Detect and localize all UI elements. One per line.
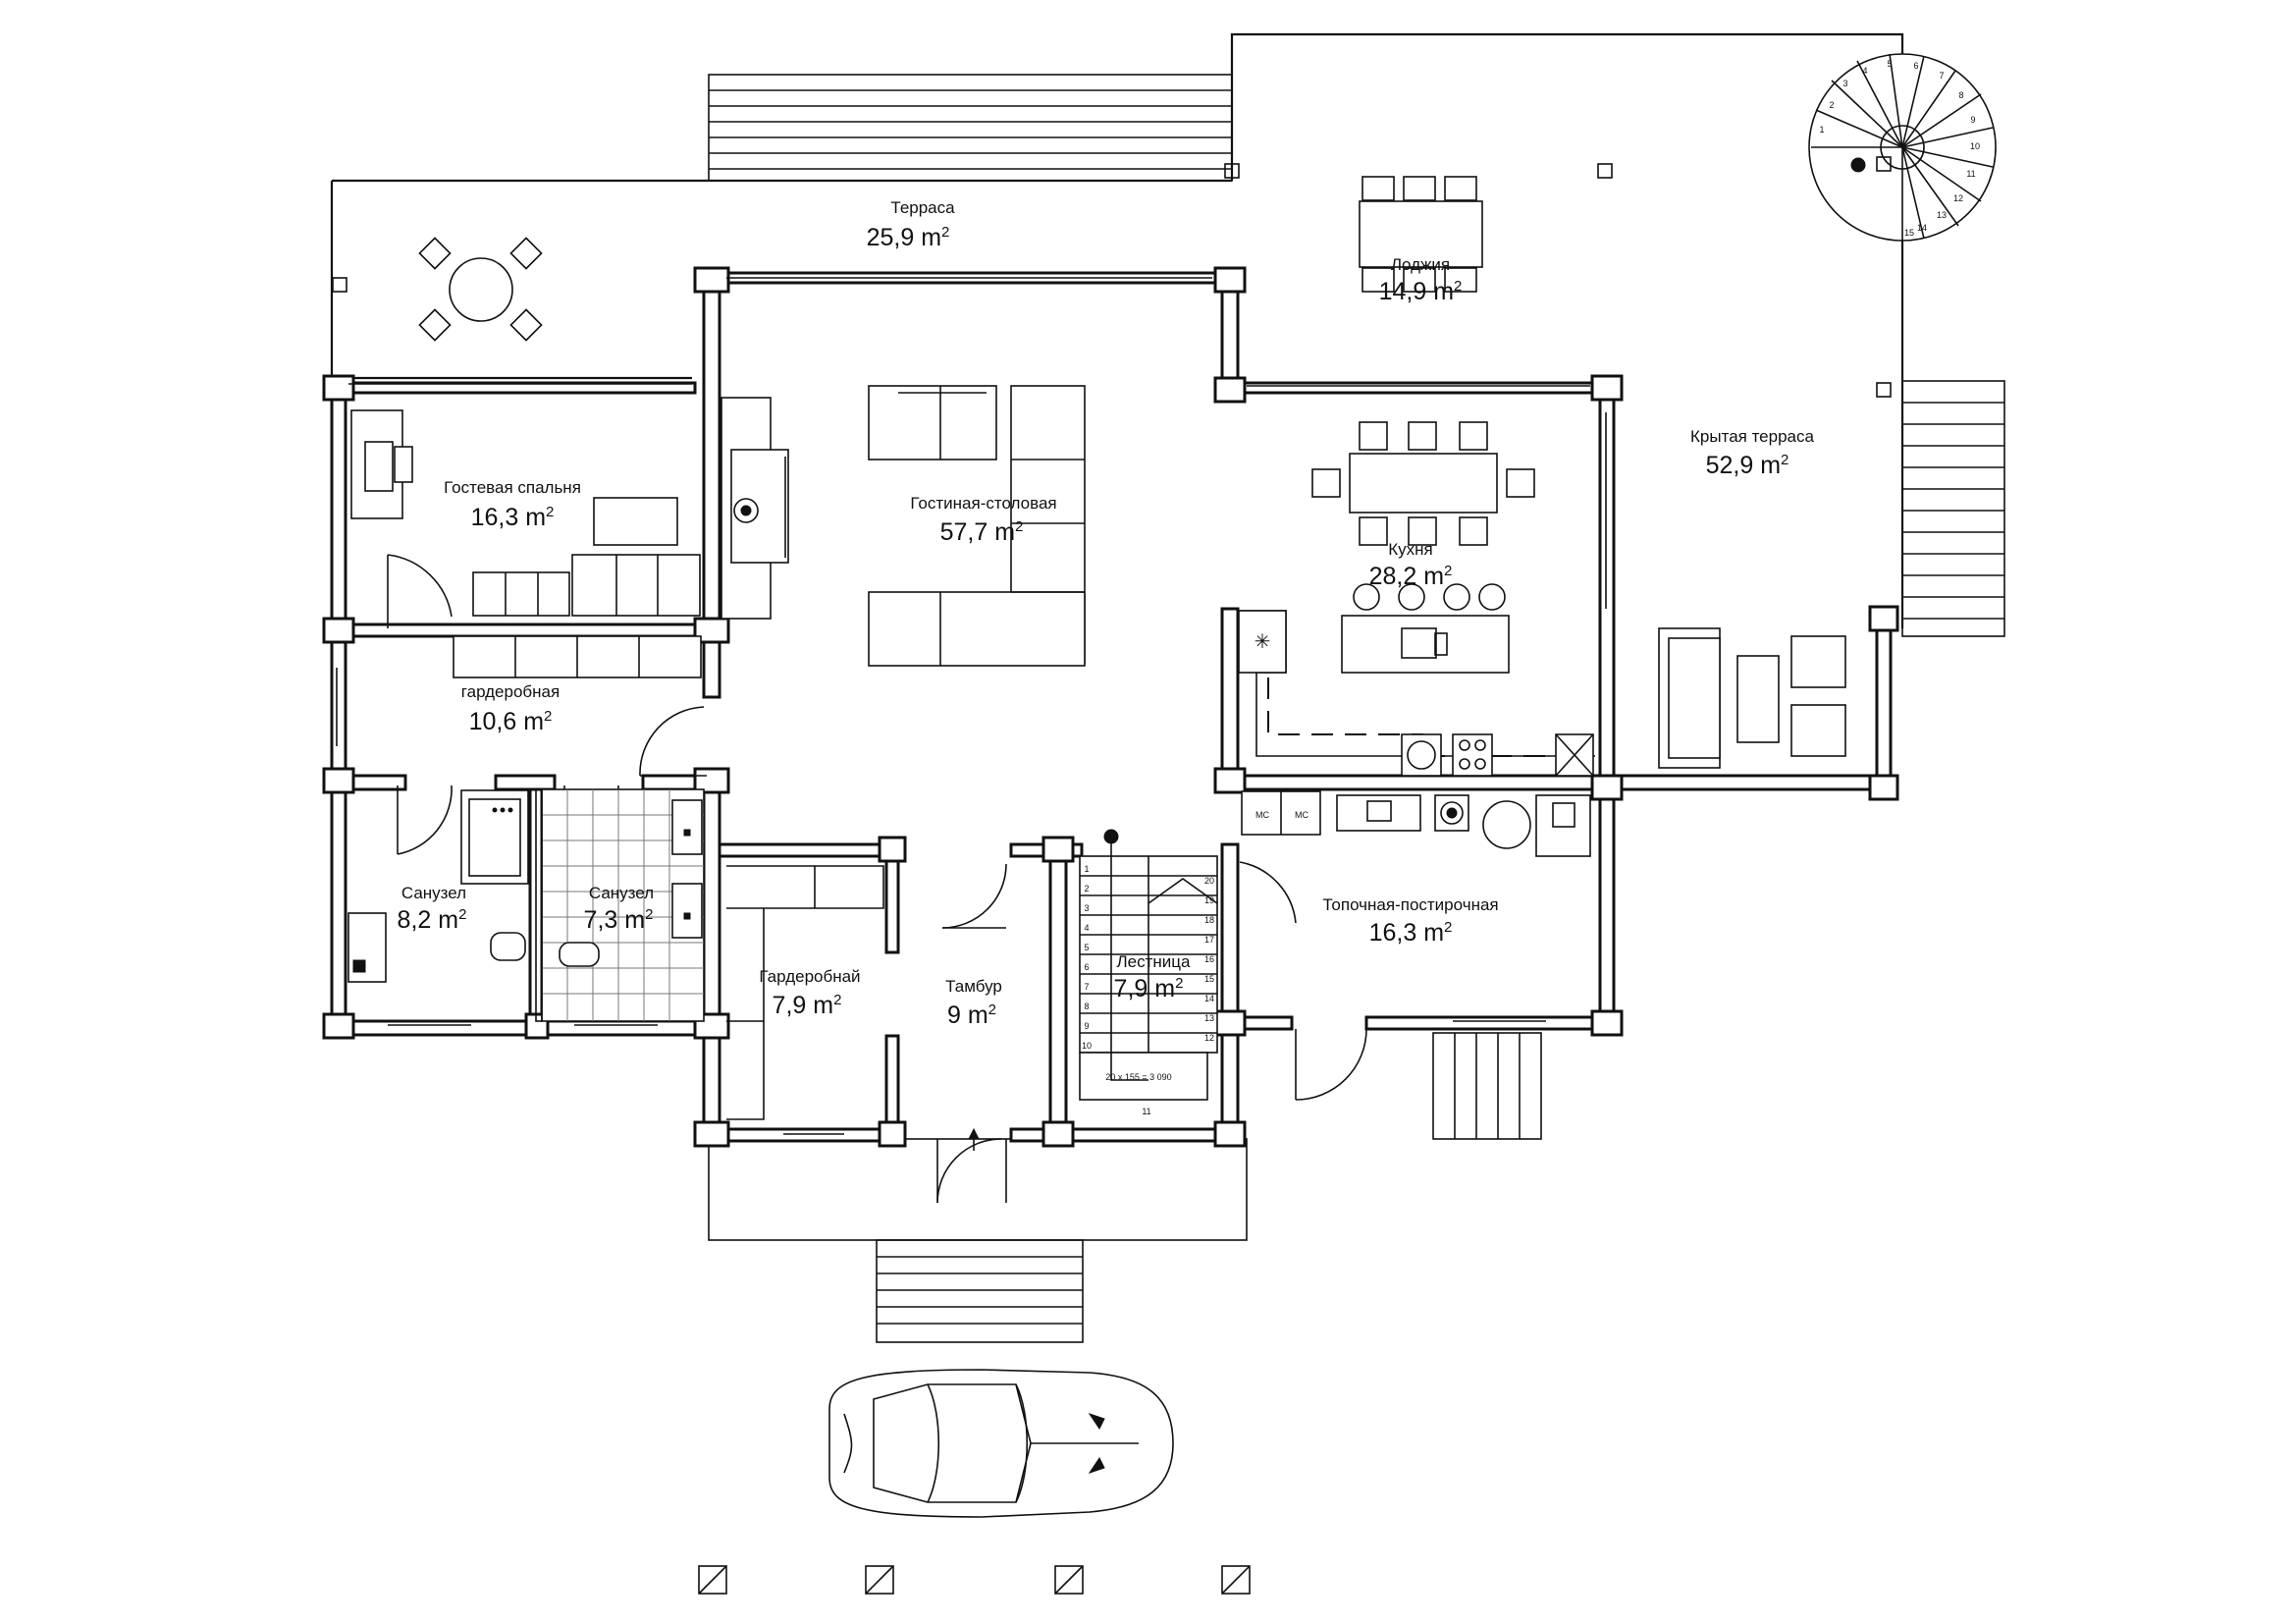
svg-text:6: 6	[1084, 962, 1089, 972]
living-sofas	[868, 385, 1086, 667]
loggia-name: Лоджия	[1391, 255, 1450, 274]
wardrobe-2-area: 7,9 m2	[773, 992, 842, 1019]
bathroom-2-area: 7,3 m2	[584, 906, 654, 934]
staircase-name: Лестница	[1117, 952, 1192, 971]
terrace-name: Терраса	[890, 198, 955, 217]
stair-step-numbers: 1 2 3 4 5 6 7 8 9 10 11 12 13 14 15 16 1…	[1082, 864, 1214, 1116]
right-steps	[1901, 380, 2005, 637]
svg-text:10: 10	[1970, 141, 1980, 151]
svg-text:19: 19	[1204, 895, 1214, 905]
svg-text:13: 13	[1204, 1013, 1214, 1023]
bathroom-2-fixtures	[535, 788, 705, 1022]
bathroom-1-name: Санузел	[401, 884, 466, 902]
guest-bedroom-furniture	[350, 409, 702, 678]
mc-label-1: MC	[1255, 810, 1269, 820]
svg-text:17: 17	[1204, 935, 1214, 945]
spiral-stair-icon	[1808, 53, 1997, 242]
foundation-pads	[698, 1565, 1251, 1595]
svg-text:3: 3	[1084, 903, 1089, 913]
svg-text:12: 12	[1204, 1033, 1214, 1043]
staircase-area: 7,9 m2	[1114, 975, 1184, 1002]
bathroom-2-name: Санузел	[589, 884, 654, 902]
svg-text:20: 20	[1204, 876, 1214, 886]
svg-text:15: 15	[1204, 974, 1214, 984]
top-steps	[708, 74, 1233, 182]
svg-text:1: 1	[1819, 125, 1824, 135]
svg-text:11: 11	[1142, 1107, 1150, 1116]
svg-text:4: 4	[1084, 923, 1089, 933]
column-markers	[332, 156, 1892, 398]
svg-text:3: 3	[1842, 79, 1847, 88]
svg-text:7: 7	[1939, 71, 1944, 81]
windows	[336, 277, 1607, 1135]
bathroom-1-fixtures	[347, 789, 529, 983]
svg-text:18: 18	[1204, 915, 1214, 925]
covered-terrace-lounge	[1658, 627, 1846, 769]
guest-bedroom-area: 16,3 m2	[471, 504, 555, 531]
wardrobe-2-fixtures	[726, 865, 884, 1120]
boiler-laundry-name: Топочная-постирочная	[1322, 895, 1498, 914]
stair-note: 20 x 155 = 3 090	[1105, 1072, 1171, 1082]
svg-text:8: 8	[1084, 1001, 1089, 1011]
mc-label-2: MC	[1295, 810, 1308, 820]
covered-terrace-area: 52,9 m2	[1706, 452, 1789, 479]
boiler-room-fixtures	[1241, 790, 1591, 857]
boiler-laundry-area: 16,3 m2	[1369, 919, 1453, 947]
svg-text:1: 1	[1084, 864, 1089, 874]
car-icon	[828, 1369, 1174, 1518]
svg-text:4: 4	[1862, 66, 1867, 76]
bathroom-1-area: 8,2 m2	[398, 906, 467, 934]
staircase	[1079, 829, 1218, 1101]
covered-terrace-name: Крытая терраса	[1690, 427, 1814, 446]
living-dining-name: Гостиная-столовая	[910, 494, 1056, 513]
living-dining-area: 57,7 m2	[940, 518, 1024, 546]
wardrobe-area: 10,6 m2	[469, 708, 553, 735]
loggia-table	[1359, 176, 1483, 293]
terrace-area: 25,9 m2	[867, 224, 950, 251]
fireplace-icon	[721, 397, 789, 620]
svg-text:9: 9	[1084, 1021, 1089, 1031]
terrace-outlines	[330, 32, 2005, 1343]
terrace-table	[418, 237, 543, 342]
svg-text:11: 11	[1966, 169, 1975, 179]
svg-text:6: 6	[1913, 61, 1918, 71]
svg-text:5: 5	[1084, 943, 1089, 952]
boiler-steps	[1432, 1032, 1542, 1140]
guest-bedroom-name: Гостевая спальня	[444, 478, 581, 497]
kitchen-counter: ✳	[1238, 610, 1595, 777]
svg-text:2: 2	[1829, 100, 1834, 110]
sink-icon	[1401, 627, 1437, 659]
svg-text:14: 14	[1917, 223, 1927, 233]
wardrobe-name: гардеробная	[461, 682, 560, 701]
svg-text:16: 16	[1204, 954, 1214, 964]
wardrobe-2-name: Гардеробнай	[759, 967, 860, 986]
svg-text:9: 9	[1970, 115, 1975, 125]
vestibule-area: 9 m2	[947, 1001, 996, 1029]
kitchen-name: Кухня	[1388, 540, 1433, 559]
svg-text:5: 5	[1887, 59, 1892, 69]
svg-text:✳: ✳	[1255, 631, 1271, 653]
loggia-area: 14,9 m2	[1379, 278, 1463, 305]
kitchen-dining-table	[1311, 421, 1535, 546]
kitchen-area: 28,2 m2	[1369, 563, 1453, 590]
svg-text:7: 7	[1084, 982, 1089, 992]
kitchen-island	[1341, 583, 1510, 674]
room-labels: Терраса 25,9 m2 Лоджия 14,9 m2 Крытая те…	[398, 198, 1815, 1029]
svg-text:12: 12	[1953, 193, 1963, 203]
walls	[330, 271, 1893, 1143]
entrance-steps	[876, 1239, 1084, 1343]
svg-text:15: 15	[1904, 228, 1914, 238]
stove-icon	[1401, 733, 1493, 777]
vestibule-name: Тамбур	[945, 977, 1002, 996]
svg-text:13: 13	[1937, 210, 1947, 220]
spiral-step-numbers: 1 2 3 4 5 6 7 8 9 10 11 12 13 14 15	[1819, 59, 1980, 238]
svg-text:10: 10	[1082, 1041, 1092, 1051]
svg-text:2: 2	[1084, 884, 1089, 893]
svg-text:14: 14	[1204, 994, 1214, 1003]
svg-text:8: 8	[1958, 90, 1963, 100]
entrance-arrow	[968, 1127, 980, 1151]
